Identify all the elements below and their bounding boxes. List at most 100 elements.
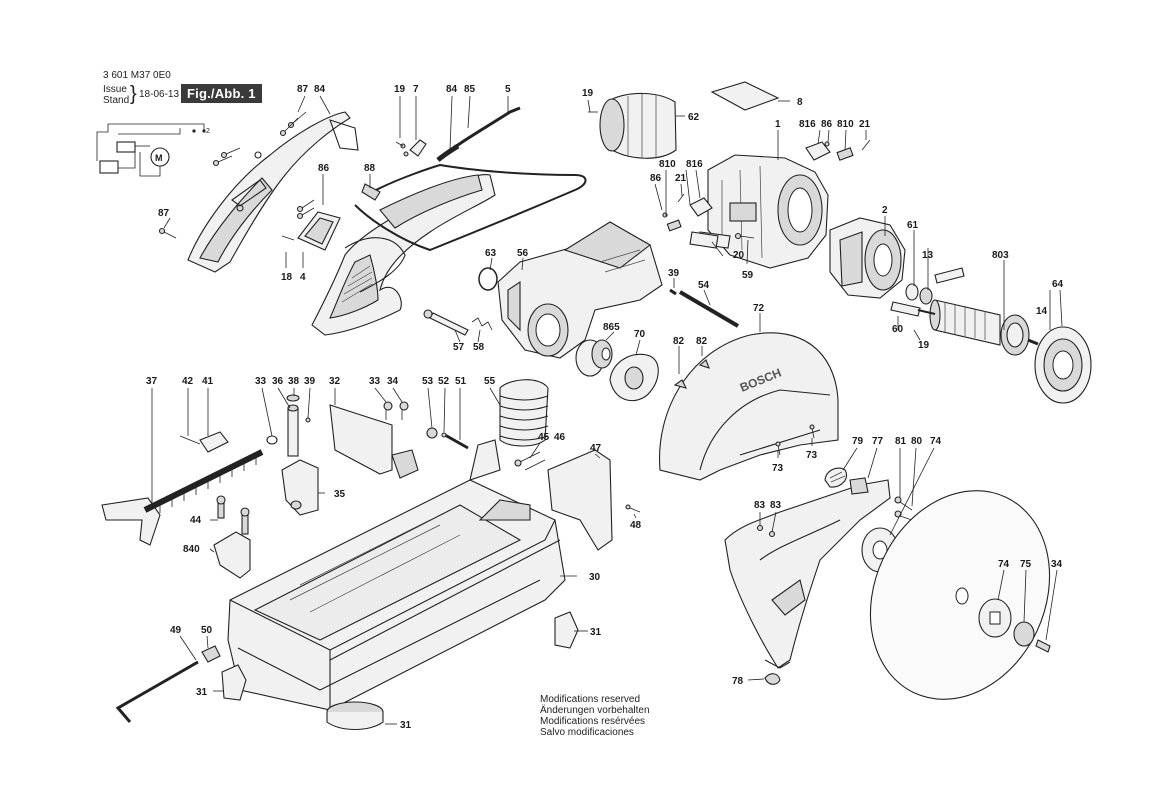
modifications-notes: Modifications reserved Änderungen vorbeh…: [540, 694, 650, 738]
bolt-51-53: [426, 427, 469, 450]
stator: [829, 217, 906, 299]
callout-41: 41: [202, 376, 214, 387]
callout-840: 840: [183, 544, 200, 555]
o-ring: [478, 267, 498, 291]
screws-87: [158, 111, 315, 239]
callout-86: 86: [318, 163, 330, 174]
note-line: Modifications resérvées: [540, 716, 646, 727]
note-line: Modifications reserved: [540, 694, 641, 705]
label-plate: [710, 81, 780, 111]
spindle-bearing: [575, 339, 613, 377]
callout-38: 38: [288, 376, 300, 387]
stand-label: Stand: [103, 95, 130, 106]
callout-19: 19: [918, 340, 930, 351]
callout-7: 7: [413, 84, 419, 95]
callout-42: 42: [182, 376, 194, 387]
clamp-840: [213, 495, 251, 579]
callout-54: 54: [698, 280, 710, 291]
base: [227, 439, 566, 731]
svg-text:M: M: [155, 153, 163, 163]
upper-blade-guard: BOSCH: [658, 332, 839, 481]
brace: }: [130, 83, 137, 105]
gear-housing: [497, 221, 663, 359]
motor-housing: [697, 154, 829, 269]
callout-84: 84: [314, 84, 326, 95]
callout-33: 33: [255, 376, 267, 387]
vise-screw: [101, 431, 264, 546]
fence-32: [329, 401, 419, 479]
callout-18: 18: [281, 272, 293, 283]
callout-4: 4: [300, 272, 306, 283]
pin-54: [669, 288, 740, 328]
callout-31: 31: [196, 687, 208, 698]
callout-88: 88: [364, 163, 376, 174]
callout-1: 1: [775, 119, 781, 130]
callout-32: 32: [329, 376, 341, 387]
svg-text:2: 2: [206, 128, 210, 135]
cable-clamp-7-19: [395, 139, 427, 157]
main-handle: [311, 174, 496, 336]
callout-34: 34: [1051, 559, 1063, 570]
callout-86: 86: [821, 119, 833, 130]
callout-21: 21: [675, 173, 687, 184]
outer-flange: [978, 598, 1051, 653]
callout-2: 2: [882, 205, 888, 216]
clamp-post: [266, 394, 311, 457]
brush-holder-upper: [805, 139, 871, 161]
fan-cover: [588, 92, 677, 159]
callout-61: 61: [907, 220, 919, 231]
callout-816: 816: [686, 159, 703, 170]
callout-44: 44: [190, 515, 202, 526]
spring-bellows: [499, 379, 549, 447]
cutting-disc: [869, 490, 1051, 700]
callout-13: 13: [922, 250, 934, 261]
callout-52: 52: [438, 376, 450, 387]
callout-73: 73: [806, 450, 818, 461]
gear-cover-64: [1034, 326, 1092, 404]
callout-64: 64: [1052, 279, 1064, 290]
callout-810: 810: [837, 119, 854, 130]
callout-60: 60: [892, 324, 904, 335]
callout-82: 82: [673, 336, 685, 347]
bracket-47: [547, 449, 641, 551]
callout-19: 19: [582, 88, 594, 99]
callout-numbers: 87 84 19 7 84 85 5 19 62 8 1 816 86 810 …: [146, 84, 1064, 731]
callout-63: 63: [485, 248, 497, 259]
handle-housing: [187, 111, 359, 273]
callout-86: 86: [650, 173, 662, 184]
callout-34: 34: [387, 376, 399, 387]
figure-label: Fig./Abb. 1: [181, 84, 262, 103]
callout-57: 57: [453, 342, 465, 353]
armature: [917, 299, 1039, 356]
callout-72: 72: [753, 303, 765, 314]
bearing-61: [890, 267, 965, 341]
callout-48: 48: [630, 520, 642, 531]
leader-lines: [151, 95, 1063, 725]
knob-79: [824, 467, 848, 488]
callout-78: 78: [732, 676, 744, 687]
note-line: Salvo modificaciones: [540, 727, 634, 738]
callout-47: 47: [590, 443, 602, 454]
callout-37: 37: [146, 376, 158, 387]
callout-82: 82: [696, 336, 708, 347]
callout-62: 62: [688, 112, 700, 123]
callout-81: 81: [895, 436, 907, 447]
callout-19: 19: [394, 84, 406, 95]
callout-8: 8: [797, 97, 803, 108]
callout-39: 39: [668, 268, 680, 279]
brush-holder-lower: [662, 193, 755, 249]
callout-39: 39: [304, 376, 316, 387]
callout-58: 58: [473, 342, 485, 353]
callout-50: 50: [201, 625, 213, 636]
bolts-45-46: [514, 451, 546, 471]
callout-83: 83: [770, 500, 782, 511]
callout-21: 21: [859, 119, 871, 130]
power-cable: [354, 106, 587, 252]
lock-pin: [423, 309, 493, 336]
callout-87: 87: [158, 208, 170, 219]
callout-14: 14: [1036, 306, 1048, 317]
callout-5: 5: [505, 84, 511, 95]
callout-73: 73: [772, 463, 784, 474]
callout-30: 30: [589, 572, 601, 583]
